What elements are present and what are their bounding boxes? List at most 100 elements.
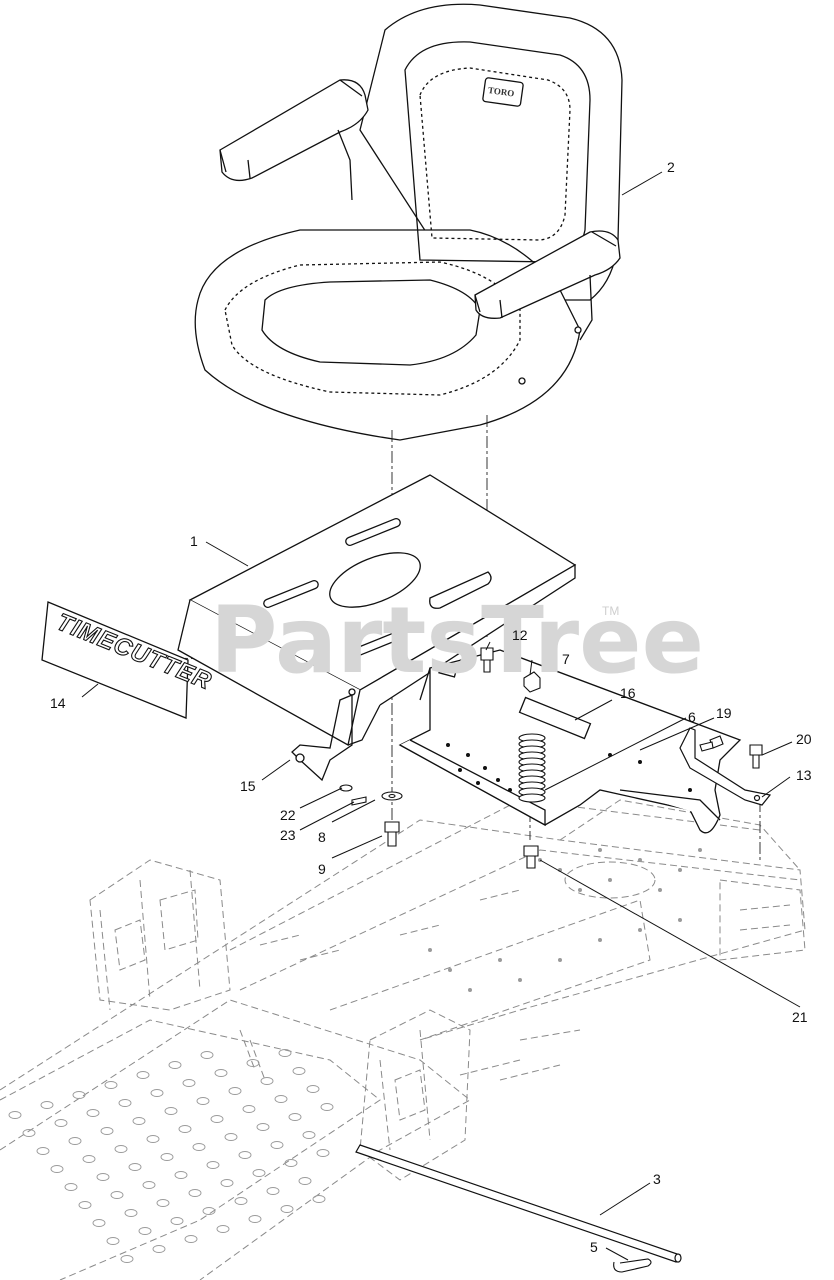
deck-hole xyxy=(274,1095,288,1103)
deck-hole xyxy=(256,1123,270,1131)
deck-hole xyxy=(306,1085,320,1093)
deck-hole xyxy=(64,1183,78,1191)
deck-hole xyxy=(278,1049,292,1057)
deck-perforations xyxy=(8,1049,334,1263)
deck-hole xyxy=(118,1099,132,1107)
mower-frame-phantom xyxy=(0,799,806,1280)
deck-hole xyxy=(202,1207,216,1215)
deck-hole xyxy=(288,1113,302,1121)
deck-hole xyxy=(40,1101,54,1109)
deck-hole xyxy=(156,1199,170,1207)
deck-hole xyxy=(200,1051,214,1059)
deck-hole xyxy=(174,1171,188,1179)
callout-6: 6 xyxy=(688,709,696,725)
spring-part-6 xyxy=(518,733,546,803)
deck-hole xyxy=(292,1067,306,1075)
deck-hole xyxy=(170,1217,184,1225)
callout-19: 19 xyxy=(716,705,732,721)
deck-hole xyxy=(110,1191,124,1199)
deck-hole xyxy=(128,1163,142,1171)
callout-7: 7 xyxy=(562,651,570,667)
deck-hole xyxy=(188,1189,202,1197)
deck-hole xyxy=(104,1081,118,1089)
spring-coil xyxy=(518,793,546,803)
deck-hole xyxy=(54,1119,68,1127)
mounting-plate-part-16 xyxy=(398,649,742,834)
deck-hole xyxy=(96,1173,110,1181)
deck-hole xyxy=(168,1061,182,1069)
deck-hole xyxy=(138,1227,152,1235)
leader-lines xyxy=(81,171,801,1261)
deck-hole xyxy=(216,1225,230,1233)
callout-23: 23 xyxy=(280,827,296,843)
deck-hole xyxy=(260,1077,274,1085)
deck-hole xyxy=(248,1215,262,1223)
deck-hole xyxy=(152,1245,166,1253)
watermark-trademark: TM xyxy=(602,604,619,618)
callout-1: 1 xyxy=(190,533,198,549)
seat-part-2 xyxy=(194,3,623,441)
deck-hole xyxy=(214,1069,228,1077)
deck-hole xyxy=(266,1187,280,1195)
deck-hole xyxy=(8,1111,22,1119)
deck-hole xyxy=(160,1153,174,1161)
deck-hole xyxy=(280,1205,294,1213)
deck-hole xyxy=(82,1155,96,1163)
seat-brand-label: TORO xyxy=(487,85,514,99)
deck-hole xyxy=(68,1137,82,1145)
deck-hole xyxy=(246,1059,260,1067)
deck-hole xyxy=(120,1255,134,1263)
deck-hole xyxy=(302,1131,316,1139)
deck-hole xyxy=(22,1129,36,1137)
callout-15: 15 xyxy=(240,778,256,794)
deck-hole xyxy=(220,1179,234,1187)
deck-hole xyxy=(192,1143,206,1151)
deck-hole xyxy=(184,1235,198,1243)
callout-8: 8 xyxy=(318,829,326,845)
deck-hole xyxy=(50,1165,64,1173)
frame-cutout xyxy=(564,861,656,899)
deck-hole xyxy=(100,1127,114,1135)
deck-hole xyxy=(270,1141,284,1149)
deck-hole xyxy=(114,1145,128,1153)
callout-12: 12 xyxy=(512,627,528,643)
bracket-part-13 xyxy=(679,727,772,806)
deck-hole xyxy=(284,1159,298,1167)
rod-part-3 xyxy=(355,1144,682,1263)
callout-5: 5 xyxy=(590,1239,598,1255)
frame-holes xyxy=(428,848,702,992)
deck-hole xyxy=(298,1177,312,1185)
deck-hole xyxy=(316,1149,330,1157)
deck-hole xyxy=(36,1147,50,1155)
deck-hole xyxy=(150,1089,164,1097)
deck-hole xyxy=(146,1135,160,1143)
callout-9: 9 xyxy=(318,861,326,877)
deck-hole xyxy=(224,1133,238,1141)
deck-hole xyxy=(132,1117,146,1125)
decal-part-14 xyxy=(41,601,189,719)
deck-hole xyxy=(182,1079,196,1087)
seat-pan-part-1 xyxy=(177,474,577,782)
callout-2: 2 xyxy=(667,159,675,175)
callout-21: 21 xyxy=(792,1009,808,1025)
callout-22: 22 xyxy=(280,807,296,823)
deck-hole xyxy=(136,1071,150,1079)
deck-hole xyxy=(228,1087,242,1095)
deck-hole xyxy=(142,1181,156,1189)
deck-hole xyxy=(252,1169,266,1177)
deck-hole xyxy=(92,1219,106,1227)
deck-hole xyxy=(234,1197,248,1205)
deck-hole xyxy=(206,1161,220,1169)
callout-13: 13 xyxy=(796,767,812,783)
deck-hole xyxy=(178,1125,192,1133)
deck-hole xyxy=(86,1109,100,1117)
callout-20: 20 xyxy=(796,731,812,747)
deck-hole xyxy=(124,1209,138,1217)
deck-hole xyxy=(312,1195,326,1203)
callout-3: 3 xyxy=(653,1171,661,1187)
deck-hole xyxy=(78,1201,92,1209)
deck-hole xyxy=(320,1103,334,1111)
deck-hole xyxy=(196,1097,210,1105)
deck-hole xyxy=(210,1115,224,1123)
watermark-logo: PartsTree xyxy=(210,587,704,694)
